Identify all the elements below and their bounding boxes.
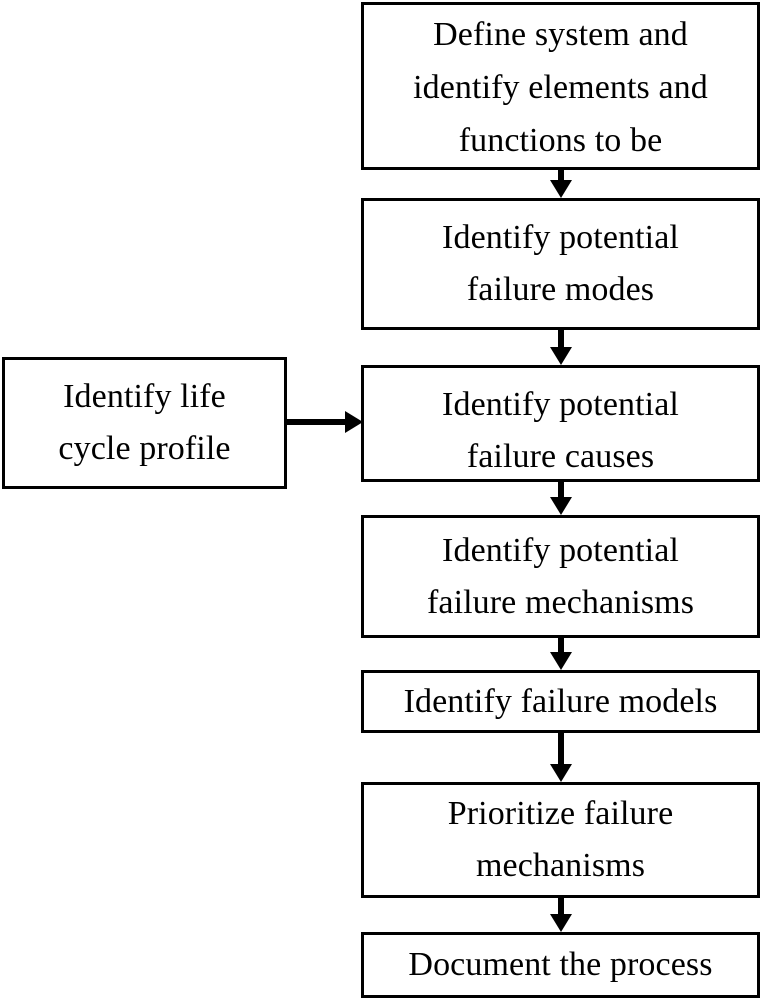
flow-node-identify-failure-causes[interactable]: Identify potential failure causes (361, 365, 760, 482)
flow-node-identify-failure-models[interactable]: Identify failure models (361, 670, 760, 733)
flow-node-label: Identify potential failure mechanisms (426, 531, 695, 621)
arrow-head-down-icon (550, 914, 572, 932)
flow-node-identify-life-cycle-profile[interactable]: Identify life cycle profile (2, 357, 287, 489)
arrow-shaft (558, 170, 564, 180)
flow-node-label: Document the process (408, 946, 713, 983)
flow-node-label: Prioritize failure mechanisms (447, 795, 674, 884)
arrow-head-down-icon (550, 180, 572, 198)
flow-node-label: Define system and identify elements and … (413, 15, 708, 159)
arrow-head-down-icon (550, 764, 572, 782)
flow-node-label: Identify potential failure causes (442, 385, 679, 475)
arrow-head-down-icon (550, 652, 572, 670)
flow-node-define-system[interactable]: Define system and identify elements and … (361, 2, 760, 170)
flow-node-prioritize-failure-mechanisms[interactable]: Prioritize failure mechanisms (361, 782, 760, 898)
flow-node-label: Identify life cycle profile (58, 378, 231, 467)
flow-node-document-the-process[interactable]: Document the process (361, 932, 760, 998)
arrow-shaft (558, 898, 564, 914)
flow-node-label: Identify failure models (403, 682, 718, 720)
arrow-shaft (558, 482, 564, 497)
flow-node-label: Identify potential failure modes (442, 219, 679, 308)
arrow-shaft (558, 733, 564, 764)
flow-node-identify-failure-modes[interactable]: Identify potential failure modes (361, 198, 760, 330)
arrow-head-down-icon (550, 347, 572, 365)
arrow-shaft (558, 330, 564, 347)
arrow-head-right-icon (345, 411, 363, 433)
arrow-shaft (558, 638, 564, 652)
flow-node-identify-failure-mechanisms[interactable]: Identify potential failure mechanisms (361, 515, 760, 638)
arrow-head-down-icon (550, 497, 572, 515)
arrow-shaft (287, 419, 347, 425)
